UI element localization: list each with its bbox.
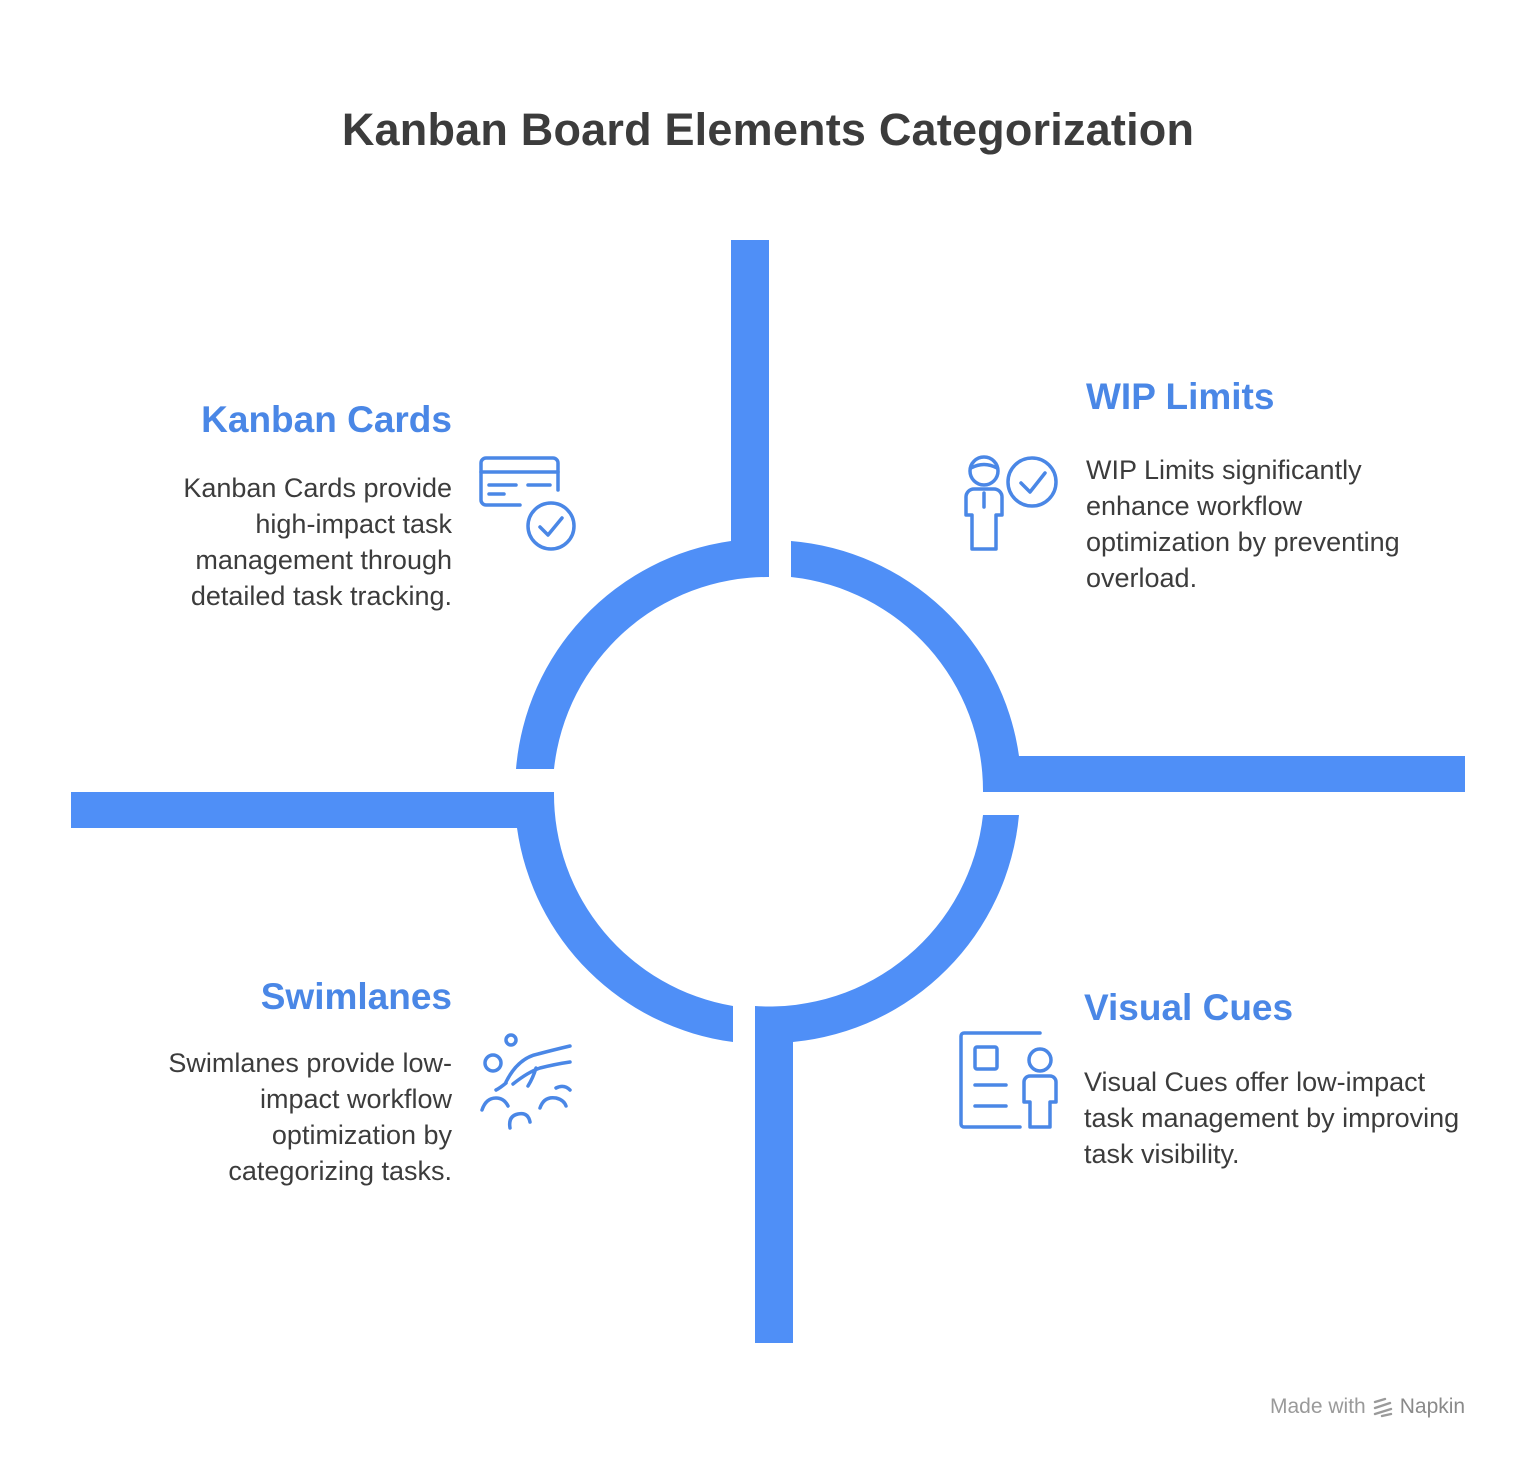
footer-made-with: Made with [1270,1395,1366,1418]
person-check-icon [964,455,1058,551]
wip-limits-heading: WIP Limits [1086,376,1275,417]
swimmer-icon [480,1033,572,1130]
top-right-segment [791,541,1465,792]
person-board-icon [959,1031,1058,1129]
visual-cues-description: Visual Cues offer low-impact task manage… [1084,1067,1460,1169]
swimlanes-heading: Swimlanes [260,976,452,1017]
card-check-icon [479,456,576,551]
diagram-title: Kanban Board Elements Categorization [341,104,1195,155]
footer-watermark: Made with Napkin [1270,1395,1465,1419]
footer-brand: Napkin [1399,1395,1466,1418]
visual-cues-heading: Visual Cues [1084,987,1294,1028]
top-left-segment [516,240,769,769]
bottom-right-segment [755,815,1019,1343]
kanban-cards-heading: Kanban Cards [201,399,452,440]
bottom-left-segment [71,792,733,1042]
wip-limits-description: WIP Limits significantly enhance workflo… [1086,455,1400,593]
kanban-cards-description: Kanban Cards provide high-impact task ma… [183,473,452,611]
napkin-logo-icon [1373,1397,1392,1418]
swimlanes-description: Swimlanes provide low-impact workflow op… [168,1048,452,1186]
